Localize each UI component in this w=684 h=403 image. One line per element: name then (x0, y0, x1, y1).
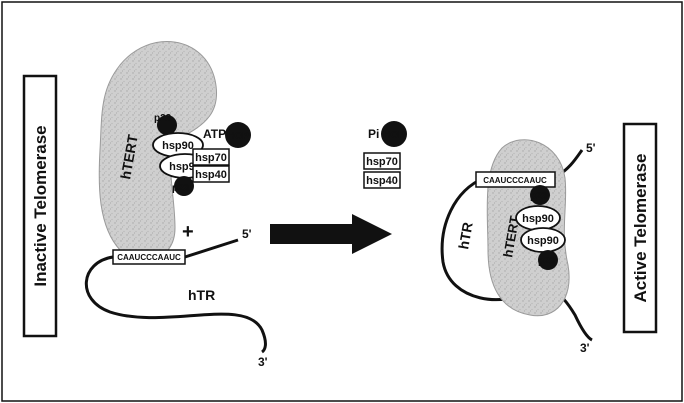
hsp40-released-label: hsp40 (366, 175, 398, 187)
p23-top-right-label: p23 (530, 191, 548, 202)
three-prime-left: 3' (258, 355, 268, 369)
active-title: Active Telomerase (631, 154, 650, 303)
p23-bottom-right-label: p23 (538, 256, 556, 267)
hop-released-label: HOP (383, 130, 405, 141)
hsp90-top-left-label: hsp90 (162, 140, 194, 152)
p23-top-right (530, 185, 550, 205)
atp-label: ATP (203, 127, 226, 141)
inactive-title-box: Inactive Telomerase (22, 74, 58, 338)
hsp40-left-label: hsp40 (195, 169, 227, 181)
template-box-left (112, 249, 186, 265)
p23-top-left (157, 115, 177, 135)
htert-label-right: hTERT (500, 215, 522, 259)
three-prime-right: 3' (580, 341, 590, 355)
htr-label-right: hTR (455, 221, 475, 251)
template-box-right (475, 171, 556, 188)
inactive-title: Inactive Telomerase (31, 125, 50, 286)
hop-left (225, 122, 251, 148)
plus-sign: + (182, 221, 194, 243)
template-sequence-right: CAAUCCCAAUC (483, 176, 547, 185)
pi-label: Pi (368, 127, 379, 141)
p23-top-left-label: p23 (154, 113, 172, 124)
hop-released (381, 121, 407, 147)
hsp70-left-label: hsp70 (195, 152, 227, 164)
hsp90-bottom-right-label: hsp90 (527, 235, 559, 247)
hsp40-left (192, 165, 230, 183)
htr-label-left: hTR (188, 287, 215, 303)
htr-5prime-tail-left (184, 238, 239, 259)
five-prime-left: 5' (242, 227, 252, 241)
p23-bottom-left (174, 176, 194, 196)
hsp70-left (192, 148, 230, 166)
hsp90-top-right-label: hsp90 (522, 213, 554, 225)
htert-label-left: hTERT (117, 133, 141, 181)
five-prime-right: 5' (586, 141, 596, 155)
hop-left-label: HOP (227, 131, 249, 142)
reaction-arrow (270, 214, 392, 254)
active-title-box: Active Telomerase (622, 122, 658, 334)
hsp70-released (363, 152, 401, 170)
htr-rna-left (84, 255, 267, 354)
hsp40-released (363, 171, 401, 189)
p23-bottom-right (538, 250, 558, 270)
p23-bottom-left-label: p23 (172, 183, 190, 194)
hsp70-released-label: hsp70 (366, 156, 398, 168)
template-sequence-left: CAAUCCCAAUC (117, 253, 181, 262)
